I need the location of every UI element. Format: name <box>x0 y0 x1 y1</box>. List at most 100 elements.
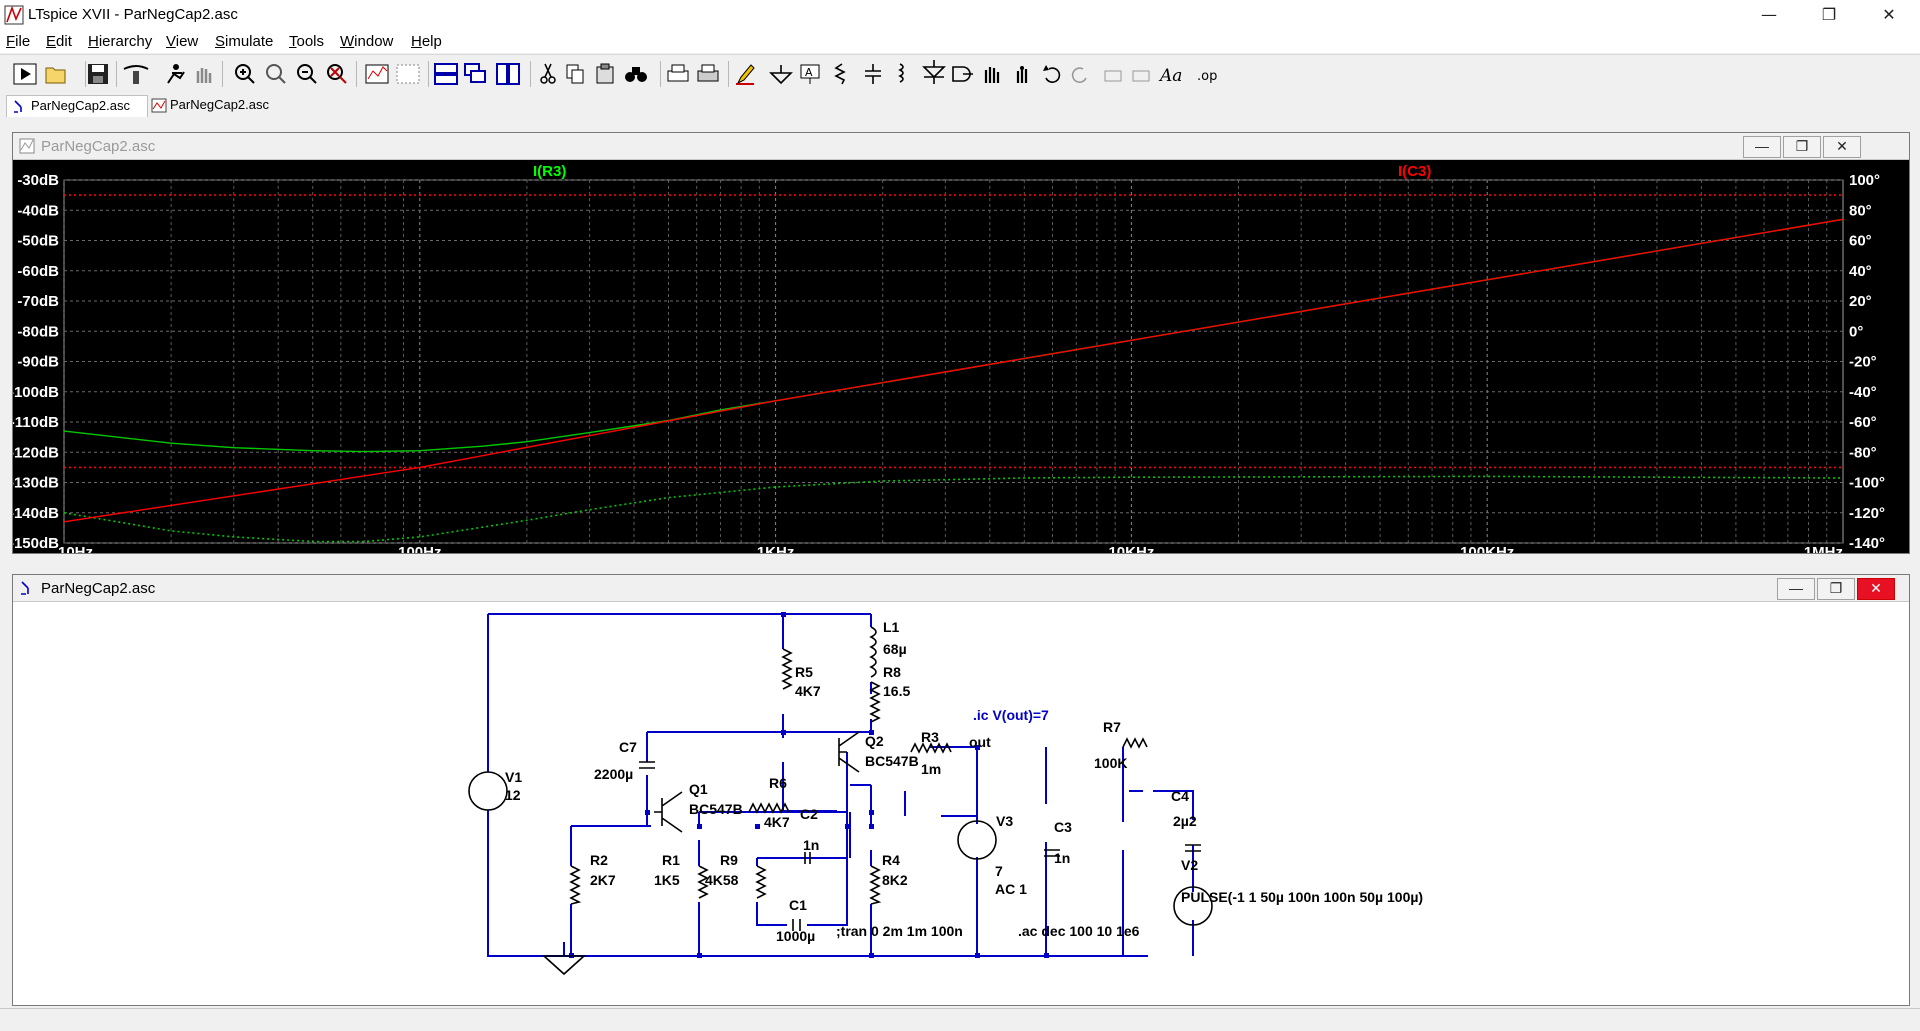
find-icon[interactable] <box>625 67 647 82</box>
pan-hand-icon[interactable] <box>196 68 212 83</box>
y-right-tick-label: -60° <box>1849 414 1877 431</box>
x-tick-label: 100KHz <box>1460 544 1514 553</box>
menu-view[interactable]: View <box>166 33 199 50</box>
directive-ic: .ic V(out)=7 <box>973 707 1049 723</box>
label-v3-value: 7 <box>995 863 1003 879</box>
tab-label: ParNegCap2.asc <box>170 97 269 112</box>
y-left-tick-label: -90dB <box>17 354 59 371</box>
waveform-plot[interactable]: -30dB-40dB-50dB-60dB-70dB-80dB-90dB-100d… <box>13 160 1909 553</box>
diode-icon[interactable] <box>922 60 946 84</box>
text-icon[interactable]: Aa <box>1158 66 1182 86</box>
ground-symbol <box>541 955 587 976</box>
tab-waveform[interactable]: ParNegCap2.asc <box>146 95 294 116</box>
y-right-tick-label: 80° <box>1849 202 1872 219</box>
paste-icon[interactable] <box>596 63 614 84</box>
label-v2-value: PULSE(-1 1 50µ 100n 100n 50µ 100µ) <box>1181 889 1423 905</box>
menu-simulate[interactable]: Simulate <box>215 33 274 50</box>
menu-hierarchy[interactable]: Hierarchy <box>88 33 153 50</box>
menu-help[interactable]: Help <box>411 33 442 50</box>
tile-horizontal-icon[interactable] <box>434 63 458 85</box>
spice-directive-icon[interactable]: .op <box>1197 69 1217 84</box>
y-left-tick-label: -110dB <box>13 414 59 431</box>
drag-hand-icon[interactable] <box>1016 66 1028 83</box>
capacitor-c4 <box>1185 844 1201 852</box>
label-r8-value: 16.5 <box>883 683 910 699</box>
y-left-tick-label: -130dB <box>13 475 59 492</box>
close-icon: ✕ <box>1870 580 1882 596</box>
schematic-window-title: ParNegCap2.asc <box>41 580 156 597</box>
component-icon[interactable] <box>952 66 973 82</box>
directive-ac: .ac dec 100 10 1e6 <box>1018 923 1140 939</box>
ground-icon[interactable] <box>769 65 793 85</box>
redo-icon[interactable] <box>1071 67 1087 83</box>
zoom-in-icon[interactable] <box>235 64 255 84</box>
schematic-close-button[interactable]: ✕ <box>1857 578 1895 600</box>
menu-file[interactable]: File <box>6 33 31 50</box>
open-folder-icon[interactable] <box>45 67 66 84</box>
label-r7-value: 100K <box>1094 755 1127 771</box>
print-icon[interactable] <box>667 64 689 82</box>
undo-icon[interactable] <box>1043 65 1061 83</box>
restore-button[interactable]: ❐ <box>1806 0 1852 30</box>
control-panel-icon[interactable] <box>123 65 149 84</box>
pencil-icon[interactable] <box>736 64 755 85</box>
minimize-icon: — <box>1755 138 1769 154</box>
y-left-tick-label: -150dB <box>13 535 59 552</box>
y-left-tick-label: -80dB <box>17 323 59 340</box>
tile-vertical-icon[interactable] <box>496 63 520 85</box>
label-v2-ref: V2 <box>1181 857 1198 873</box>
y-left-tick-label: -140dB <box>13 505 59 522</box>
schematic-minimize-button[interactable]: — <box>1777 578 1815 600</box>
label-r4-value: 8K2 <box>882 872 908 888</box>
waveform-minimize-button[interactable]: — <box>1743 136 1781 158</box>
tab-schematic[interactable]: ParNegCap2.asc <box>6 95 148 117</box>
menu-tools[interactable]: Tools <box>289 33 325 50</box>
zoom-out-icon[interactable] <box>297 64 317 84</box>
label-c7-ref: C7 <box>619 739 637 755</box>
cascade-icon[interactable] <box>464 63 486 83</box>
move-hand-icon[interactable] <box>984 67 1000 83</box>
schematic-restore-button[interactable]: ❐ <box>1817 578 1855 600</box>
restore-icon: ❐ <box>1829 580 1843 596</box>
source-v1 <box>468 771 508 811</box>
label-r2-value: 2K7 <box>590 872 616 888</box>
series-line-2 <box>63 218 1844 523</box>
run-running-icon[interactable] <box>167 64 185 84</box>
label-r5-value: 4K7 <box>795 683 821 699</box>
waveform-icon[interactable] <box>396 64 420 84</box>
waveform-restore-button[interactable]: ❐ <box>1783 136 1821 158</box>
inductor-icon[interactable] <box>898 63 904 83</box>
trace-label-ic3[interactable]: I(C3) <box>1398 163 1431 180</box>
transistor-q2 <box>838 731 860 773</box>
label-net-icon[interactable]: A <box>800 64 820 84</box>
resistor-icon[interactable] <box>834 63 846 85</box>
zoom-cancel-icon[interactable] <box>327 64 347 84</box>
waveform-close-button[interactable]: ✕ <box>1823 136 1861 158</box>
trace-label-ir3[interactable]: I(R3) <box>533 163 566 180</box>
copy-icon[interactable] <box>566 64 584 84</box>
zoom-fit-icon[interactable] <box>266 64 286 84</box>
menu-window[interactable]: Window <box>340 33 394 50</box>
autorange-icon[interactable] <box>365 64 389 84</box>
capacitor-icon[interactable] <box>865 64 881 84</box>
menu-edit[interactable]: Edit <box>46 33 72 50</box>
save-icon[interactable] <box>88 64 108 84</box>
label-q1-ref: Q1 <box>689 781 708 797</box>
resistor-r7 <box>1122 737 1148 749</box>
mirror-icon[interactable] <box>1132 70 1150 82</box>
label-c2-ref: C2 <box>800 806 818 822</box>
close-button[interactable]: ✕ <box>1866 0 1912 30</box>
run-icon[interactable] <box>13 63 37 85</box>
plot-grid <box>63 179 1844 544</box>
cut-icon[interactable] <box>540 63 556 84</box>
waveform-tab-icon <box>151 98 167 113</box>
print-setup-icon[interactable] <box>697 64 719 82</box>
waveform-window-titlebar: ParNegCap2.asc — ❐ ✕ <box>13 133 1909 160</box>
window-title: LTspice XVII - ParNegCap2.asc <box>28 6 238 23</box>
menu-bar: File Edit Hierarchy View Simulate Tools … <box>0 30 1920 53</box>
rotate-icon[interactable] <box>1104 70 1122 82</box>
toolbar: A Aa .op <box>0 54 1920 94</box>
minimize-button[interactable]: — <box>1746 0 1792 30</box>
y-left-tick-label: -100dB <box>13 384 59 401</box>
schematic-canvas[interactable]: L1 68µ R5 4K7 R8 16.5 C7 2200µ Q2 BC547B… <box>13 602 1909 1005</box>
